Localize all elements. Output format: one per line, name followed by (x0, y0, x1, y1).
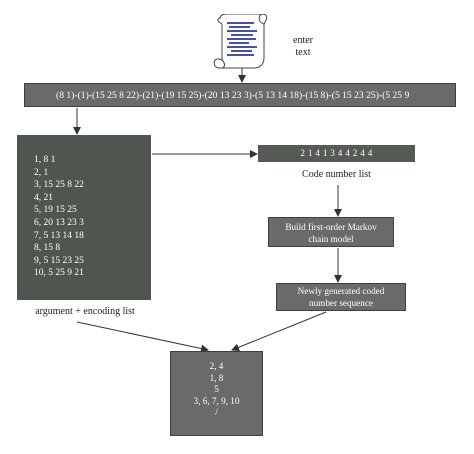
markov-model-box: Build first-order Markov chain model (268, 217, 394, 247)
list-item: 3, 15 25 8 22 (34, 180, 84, 191)
decoded-result-box: 2, 4 1, 8 5 3, 6, 7, 9, 10 / (170, 351, 263, 436)
new-sequence-line2: number sequence (308, 297, 374, 308)
input-label: enter text (283, 35, 323, 59)
list-item: 4, 21 (34, 192, 53, 203)
code-number-list-box: 2 1 4 1 3 4 4 2 4 4 (258, 145, 415, 162)
encoded-sequence-banner: (8 1)-(1)-(15 25 8 22)-(21)-(19 15 25)-(… (24, 83, 456, 107)
new-sequence-box: Newly generated coded number sequence (276, 283, 406, 311)
argument-list-lines: 1, 8 1 2, 1 3, 15 25 8 22 4, 21 5, 19 15… (17, 154, 84, 280)
markov-label-line1: Build first-order Markov (285, 222, 377, 232)
new-sequence-line1: Newly generated coded (297, 286, 385, 296)
list-item: 7, 5 13 14 18 (34, 230, 84, 241)
code-number-list-caption: Code number list (302, 169, 371, 180)
arrow-list-to-result (76, 321, 209, 353)
input-label-line1: enter (293, 35, 313, 46)
result-line: / (215, 407, 218, 418)
input-label-line2: text (295, 47, 311, 58)
result-line: 3, 6, 7, 9, 10 (193, 395, 240, 406)
scroll-document-icon (213, 14, 268, 69)
code-number-values: 2 1 4 1 3 4 4 2 4 4 (300, 148, 373, 158)
argument-list-caption: argument + encoding list (35, 306, 135, 317)
list-item: 8, 15 8 (34, 243, 61, 254)
encoded-sequence-text: (8 1)-(1)-(15 25 8 22)-(21)-(19 15 25)-(… (56, 90, 410, 101)
list-item: 10, 5 25 9 21 (34, 268, 84, 279)
list-item: 1, 8 1 (34, 155, 56, 165)
list-item: 9, 5 15 23 25 (34, 255, 84, 266)
list-item: 2, 1 (34, 167, 49, 178)
argument-encoding-list-box: 1, 8 1 2, 1 3, 15 25 8 22 4, 21 5, 19 15… (17, 135, 151, 300)
result-line: 1, 8 (209, 372, 224, 383)
list-item: 5, 19 15 25 (34, 205, 77, 216)
markov-label-line2: chain model (308, 234, 354, 244)
result-line: 5 (214, 384, 219, 395)
result-line: 2, 4 (209, 361, 224, 371)
list-item: 6, 20 13 23 3 (34, 217, 84, 228)
arrow-sequence-to-result (231, 311, 327, 352)
